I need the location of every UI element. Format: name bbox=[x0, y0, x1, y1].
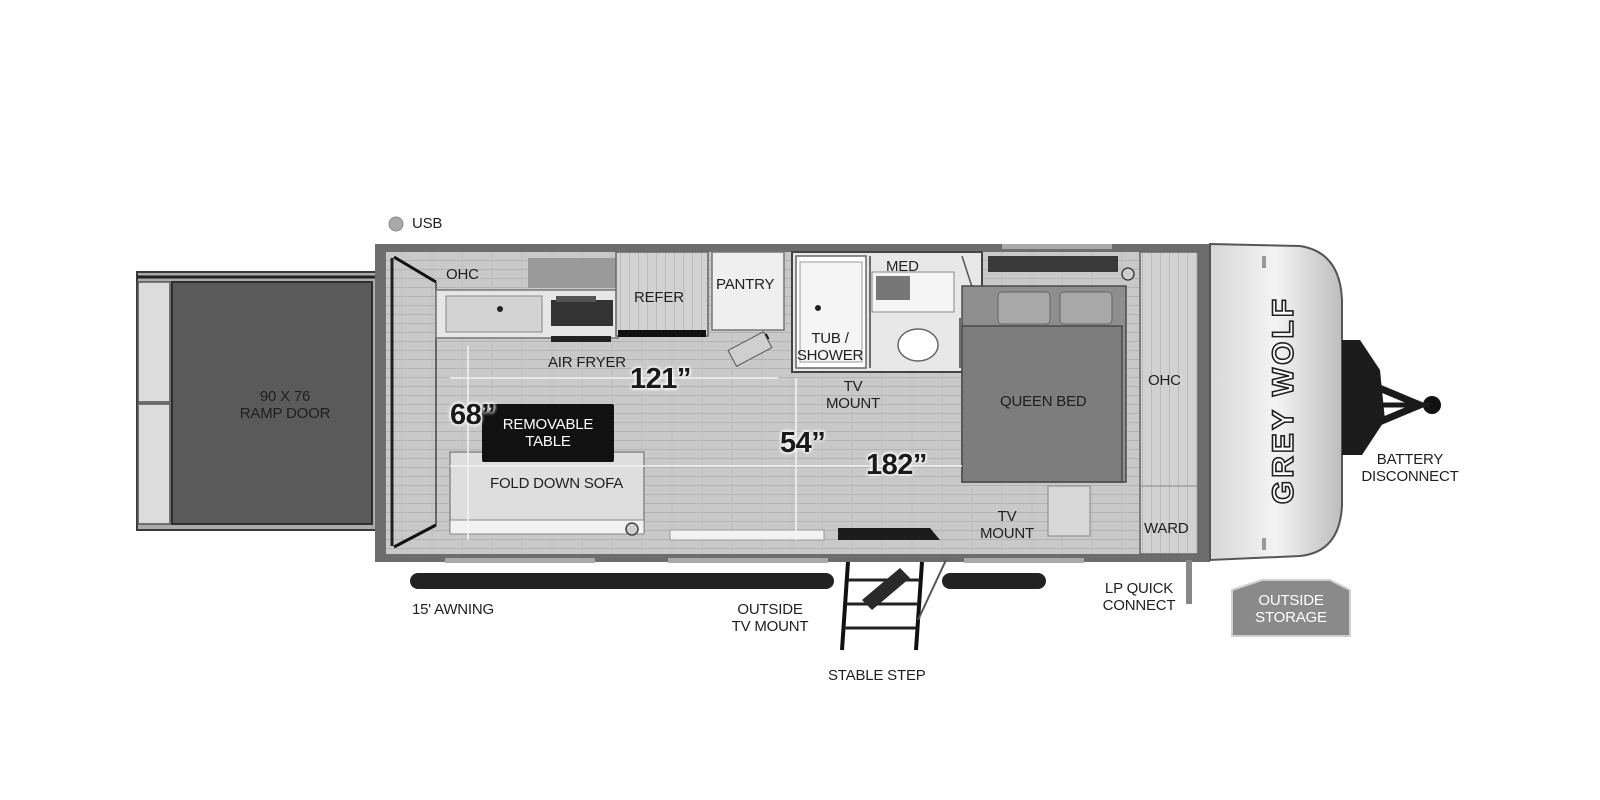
ramp-door bbox=[136, 271, 378, 531]
dimension-68: 68” bbox=[450, 399, 496, 431]
tv-mount-center-label: TV MOUNT bbox=[818, 378, 888, 412]
refer-label: REFER bbox=[634, 289, 684, 306]
removable-table-label: REMOVABLE TABLE bbox=[490, 416, 606, 450]
tv-mount-bedroom-line-2: MOUNT bbox=[980, 525, 1034, 542]
tub-shower-label: TUB / SHOWER bbox=[794, 330, 866, 364]
hitch bbox=[1342, 340, 1441, 455]
brand-logo: GREY WOLF bbox=[1267, 296, 1300, 504]
tub-shower-line-2: SHOWER bbox=[796, 347, 864, 364]
tv-mount-bedroom-label: TV MOUNT bbox=[972, 508, 1042, 542]
dimension-121: 121” bbox=[630, 363, 691, 395]
battery-disconnect-line-1: BATTERY bbox=[1376, 451, 1444, 468]
usb-icon bbox=[388, 216, 404, 232]
dimension-182: 182” bbox=[866, 449, 927, 481]
ohc-bedroom-label: OHC bbox=[1148, 372, 1181, 389]
med-label: MED bbox=[886, 258, 919, 275]
ramp-door-line-2: RAMP DOOR bbox=[239, 405, 331, 422]
outside-storage-box bbox=[1231, 579, 1351, 637]
usb-label: USB bbox=[412, 215, 443, 232]
queen-bed-label: QUEEN BED bbox=[1000, 393, 1087, 410]
front-wardrobe bbox=[1139, 251, 1199, 555]
removable-table-line-1: REMOVABLE bbox=[502, 416, 594, 433]
removable-table bbox=[482, 404, 614, 462]
pantry bbox=[711, 251, 785, 368]
ramp-door-line-1: 90 X 76 bbox=[259, 388, 311, 405]
ward-label: WARD bbox=[1144, 520, 1189, 537]
tv-mount-center-line-1: TV bbox=[843, 378, 863, 395]
battery-disconnect-line-2: DISCONNECT bbox=[1361, 468, 1459, 485]
outside-storage-label: OUTSIDE STORAGE bbox=[1248, 592, 1334, 626]
outside-tv-mount-label: OUTSIDE TV MOUNT bbox=[722, 601, 818, 635]
pantry-label: PANTRY bbox=[716, 276, 775, 293]
battery-disconnect-label: BATTERY DISCONNECT bbox=[1360, 451, 1460, 485]
tv-mount-center-line-2: MOUNT bbox=[826, 395, 880, 412]
lp-quick-connect-label: LP QUICK CONNECT bbox=[1092, 580, 1186, 614]
lp-quick-connect-line-2: CONNECT bbox=[1102, 597, 1176, 614]
fold-down-sofa-label: FOLD DOWN SOFA bbox=[490, 475, 624, 492]
outside-storage-line-1: OUTSIDE bbox=[1258, 592, 1324, 609]
ramp-door-label: 90 X 76 RAMP DOOR bbox=[226, 388, 344, 422]
stable-step-label: STABLE STEP bbox=[828, 667, 926, 684]
entry-step bbox=[838, 528, 947, 651]
awning bbox=[410, 573, 1046, 589]
outside-storage-line-2: STORAGE bbox=[1255, 609, 1327, 626]
outside-tv-mount-line-1: OUTSIDE bbox=[737, 601, 803, 618]
outside-tv-mount-line-2: TV MOUNT bbox=[731, 618, 809, 635]
lp-quick-connect-line-1: LP QUICK bbox=[1104, 580, 1174, 597]
bedroom bbox=[961, 256, 1135, 537]
removable-table-line-2: TABLE bbox=[525, 433, 571, 450]
kitchen-counter bbox=[435, 258, 619, 342]
air-fryer-label: AIR FRYER bbox=[548, 354, 626, 371]
dimension-54: 54” bbox=[780, 427, 826, 459]
awning-label: 15' AWNING bbox=[412, 601, 494, 618]
tub-shower-line-1: TUB / bbox=[811, 330, 849, 347]
ohc-kitchen-label: OHC bbox=[446, 266, 479, 283]
refrigerator bbox=[615, 251, 709, 337]
bathroom bbox=[791, 251, 983, 373]
lp-connector bbox=[1186, 560, 1192, 604]
dimension-lines bbox=[450, 346, 962, 540]
tv-mount-bedroom-line-1: TV bbox=[997, 508, 1017, 525]
